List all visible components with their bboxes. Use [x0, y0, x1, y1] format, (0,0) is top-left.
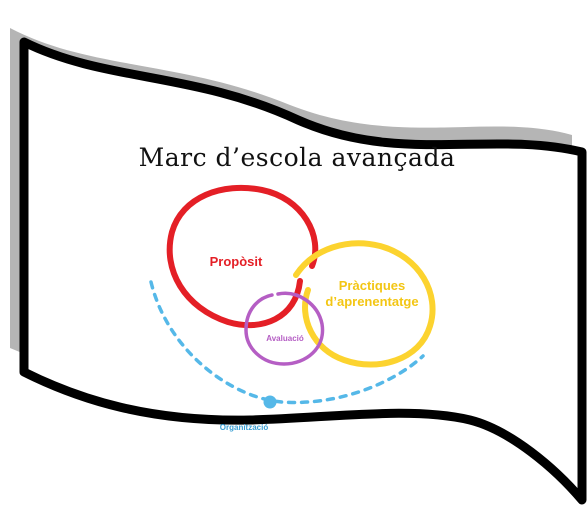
evaluation-label: Avaluació	[266, 334, 304, 343]
practices-circle	[293, 240, 436, 368]
practices-label-line2: d’aprenentatge	[325, 294, 418, 309]
evaluation-circle	[244, 291, 325, 366]
flag-banner	[19, 37, 587, 505]
purpose-label: Propòsit	[210, 254, 263, 269]
practices-label-line1: Pràctiques	[339, 278, 405, 293]
diagram-title: Marc d’escola avançada	[139, 143, 456, 172]
organization-label: Organització	[220, 423, 269, 432]
purpose-circle	[166, 184, 319, 329]
organization-arc	[149, 280, 425, 405]
organization-marker	[263, 395, 277, 409]
